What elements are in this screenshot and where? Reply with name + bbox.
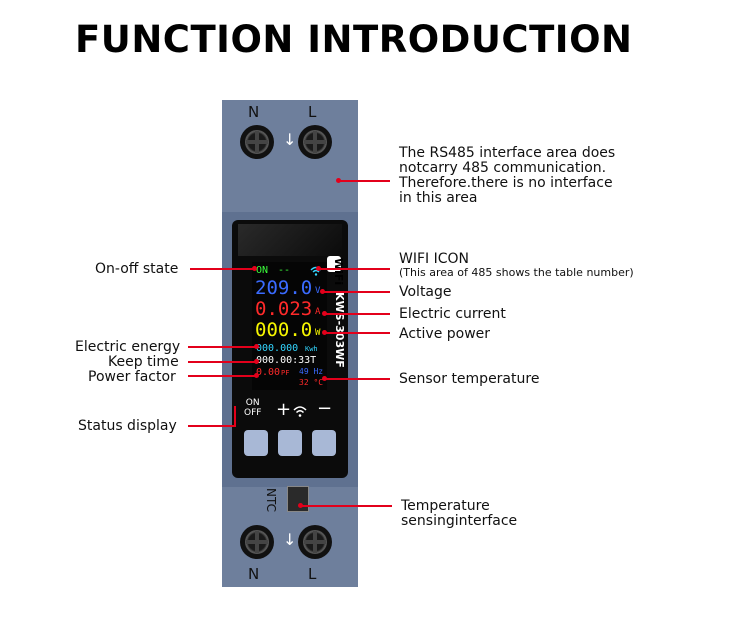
arrow-down-icon: ↓	[283, 530, 297, 549]
rs485-note-line-1: The RS485 interface area does	[399, 145, 616, 161]
status-pointer-line-v	[234, 406, 236, 427]
temp-interface-label-2: sensinginterface	[401, 513, 518, 529]
screen-time: 000.00:33T	[256, 355, 317, 366]
page-title: FUNCTION INTRODUCTION	[75, 18, 633, 61]
screen-pf-unit: PF	[281, 369, 290, 377]
panel-shine	[238, 224, 342, 256]
rs485-pointer-line	[338, 180, 390, 182]
voltage-pointer-line	[322, 291, 390, 293]
ntc-pointer-line	[300, 505, 392, 507]
keep-time-label: Keep time	[108, 354, 179, 370]
power-pointer-line	[324, 332, 390, 334]
pointer-dot	[322, 330, 327, 335]
pf-pointer-line	[188, 375, 256, 377]
screen-pf: 0.00	[256, 367, 281, 378]
current-pointer-line	[324, 313, 390, 315]
energy-pointer-line	[188, 346, 256, 348]
pointer-dot	[322, 311, 327, 316]
pointer-dot	[298, 503, 303, 508]
rs485-note-line-2: notcarry 485 communication.	[399, 160, 607, 176]
wifi-icon-note: (This area of 485 shows the table number…	[399, 266, 634, 279]
terminal-screw-icon	[240, 125, 274, 159]
state-pointer-line	[190, 268, 254, 270]
rs485-note-line-4: in this area	[399, 190, 478, 206]
on-off-button[interactable]	[244, 430, 268, 456]
terminal-l-label-top: L	[308, 103, 317, 121]
screen-power-unit: W	[315, 328, 321, 338]
pointer-dot	[254, 344, 259, 349]
terminal-l-label-bottom: L	[308, 565, 317, 583]
status-pointer-line-h	[188, 425, 236, 427]
terminal-screw-icon	[298, 525, 332, 559]
pointer-dot	[252, 266, 257, 271]
screen-temperature: 32 °C	[299, 378, 324, 387]
lcd-screen	[252, 262, 327, 390]
screen-state: ON	[256, 265, 269, 276]
active-power-label: Active power	[399, 326, 491, 342]
sensor-temperature-label: Sensor temperature	[399, 371, 540, 387]
device-top-housing	[222, 100, 358, 212]
screen-energy: 000.000	[256, 343, 299, 354]
pointer-dot	[254, 359, 259, 364]
rs485-note-line-3: Therefore.there is no interface	[399, 175, 613, 191]
screen-current: 0.023	[255, 298, 313, 320]
current-label: Electric current	[399, 306, 506, 322]
temp-pointer-line	[324, 378, 390, 380]
arrow-down-icon: ↓	[283, 130, 297, 149]
pointer-dot	[336, 178, 341, 183]
voltage-label: Voltage	[399, 284, 452, 300]
on-off-state-label: On-off state	[95, 261, 179, 277]
wifi-badge: WiFi	[332, 258, 345, 286]
ntc-label: NTC	[264, 488, 278, 512]
pointer-dot	[254, 373, 259, 378]
pointer-dot	[320, 289, 325, 294]
plus-label: +	[276, 399, 292, 420]
energy-label: Electric energy	[75, 339, 181, 355]
wifi-pointer-line	[318, 268, 390, 270]
model-text: KWS-303WF	[333, 292, 346, 368]
minus-label: −	[317, 398, 333, 419]
time-pointer-line	[188, 361, 256, 363]
screen-frequency: 49 Hz	[299, 367, 324, 376]
ntc-port[interactable]	[287, 486, 309, 512]
temp-interface-label-1: Temperature	[401, 498, 490, 514]
status-display-label: Status display	[78, 418, 177, 434]
on-off-label: ON OFF	[244, 398, 262, 418]
terminal-screw-icon	[240, 525, 274, 559]
terminal-n-label-top: N	[248, 103, 260, 121]
screen-voltage-unit: V	[315, 286, 321, 296]
screen-dashes: --	[278, 265, 291, 276]
screen-power: 000.0	[255, 319, 313, 341]
terminal-screw-icon	[298, 125, 332, 159]
screen-current-unit: A	[315, 307, 321, 317]
screen-voltage: 209.0	[255, 277, 313, 299]
terminal-n-label-bottom: N	[248, 565, 260, 583]
pointer-dot	[322, 376, 327, 381]
wifi-button-icon	[293, 402, 307, 421]
plus-button[interactable]	[278, 430, 302, 456]
pointer-dot	[316, 266, 321, 271]
power-factor-label: Power factor	[88, 369, 176, 385]
minus-button[interactable]	[312, 430, 336, 456]
screen-energy-unit: Kwh	[305, 345, 318, 353]
wifi-icon-label: WIFI ICON	[399, 251, 469, 267]
